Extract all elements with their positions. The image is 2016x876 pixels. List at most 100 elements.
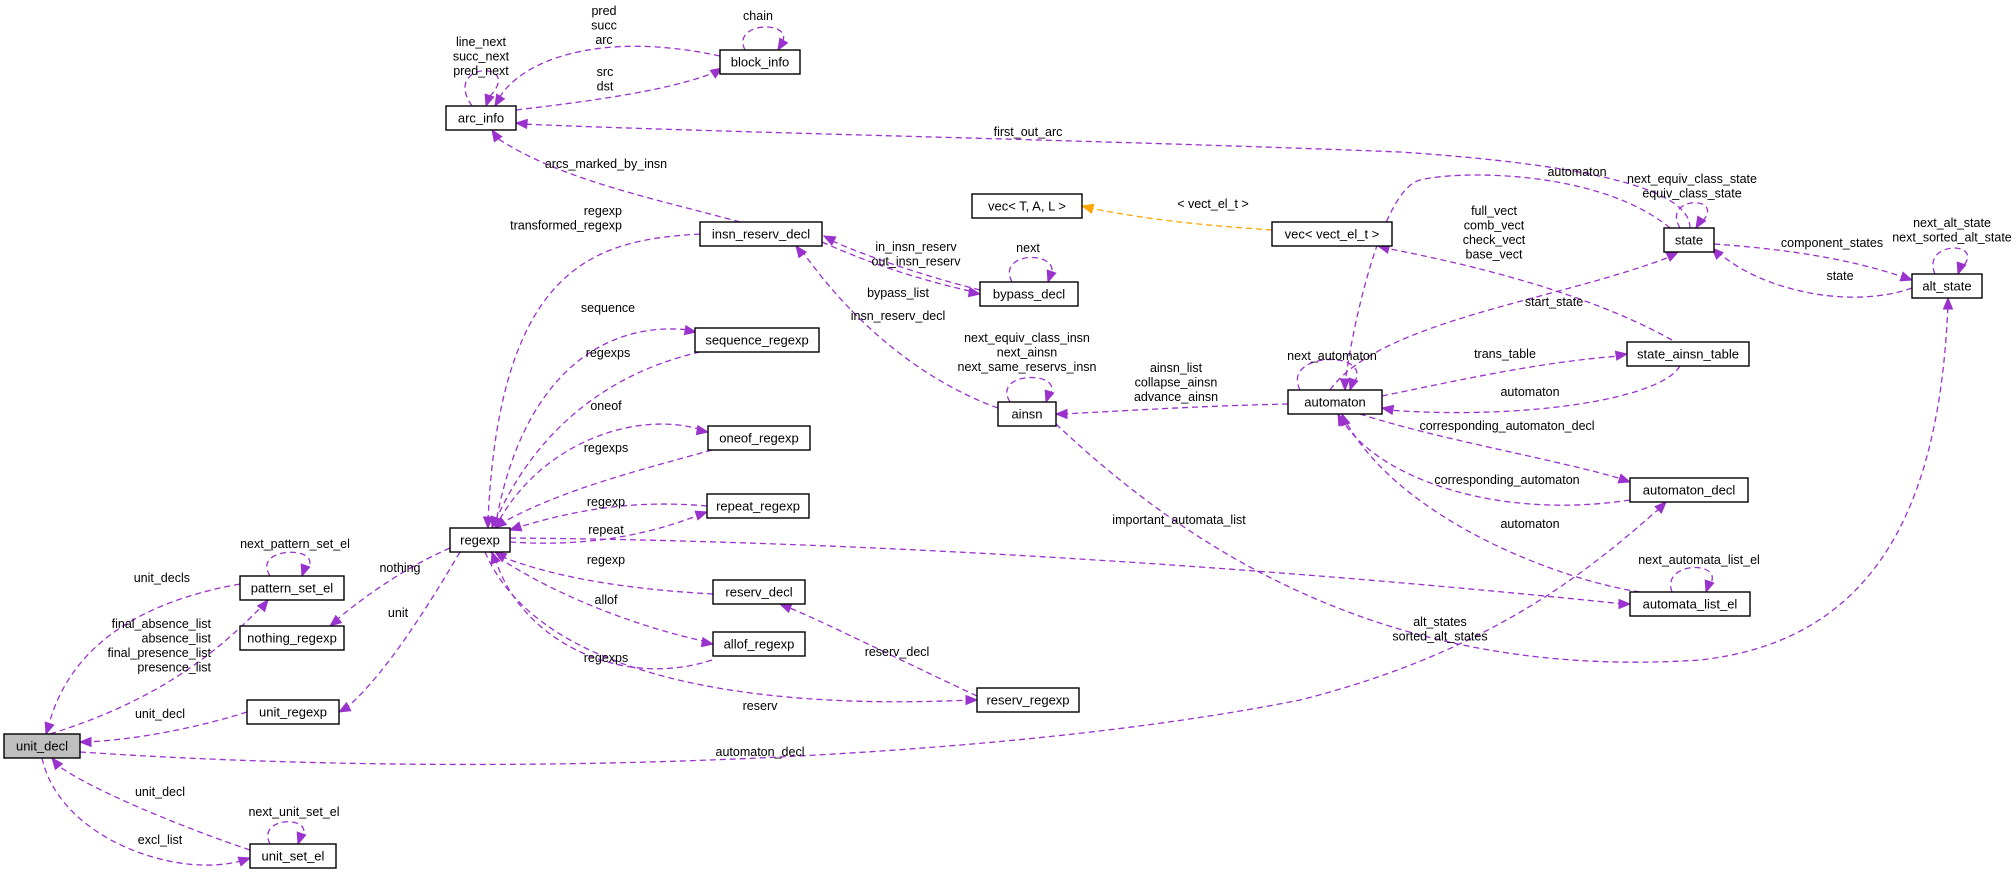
node-reserv-regexp[interactable]: reserv_regexp	[976, 687, 1080, 713]
edge-line	[1387, 365, 1681, 414]
edge-label-sequence: sequence	[581, 301, 635, 315]
edge-label-vects: base_vect	[1466, 248, 1524, 262]
edge-label-ainsn-self: next_ainsn	[997, 346, 1058, 360]
edge-label-lists: final_absence_list	[112, 617, 212, 631]
node-pattern-set-el[interactable]: pattern_set_el	[239, 575, 345, 601]
edge-label-vects: comb_vect	[1464, 219, 1525, 233]
node-insn-reserv-decl[interactable]: insn_reserv_decl	[699, 221, 823, 247]
edge-label-nothing: nothing	[379, 561, 420, 575]
edge-line	[1089, 207, 1273, 231]
edge-line	[515, 503, 708, 529]
edge-label-bypass-to-insn: out_insn_reserv	[872, 255, 962, 269]
node-automaton[interactable]: automaton	[1287, 389, 1383, 415]
node-vec-tal[interactable]: vec< T, A, L >	[971, 193, 1083, 219]
edge-label-template: < vect_el_t >	[1177, 197, 1249, 211]
edge-insn-reserv-decl	[795, 244, 999, 409]
node-box	[706, 493, 810, 519]
node-label: unit_regexp	[259, 705, 327, 720]
node-bypass-decl[interactable]: bypass_decl	[979, 281, 1079, 307]
edge-line	[1329, 255, 1673, 391]
edge-label-arc-to-block: dst	[597, 80, 614, 94]
edge-label-alt-states: sorted_alt_states	[1392, 630, 1487, 644]
edge-arc-to-block	[515, 67, 724, 111]
edge-arrowhead	[1380, 404, 1395, 416]
edge-label-arc-info-self: line_next	[456, 35, 507, 49]
edge-label-regexp-insn: regexp	[584, 204, 622, 218]
node-vec-vect[interactable]: vec< vect_el_t >	[1271, 221, 1393, 247]
edge-bypass-to-insn	[822, 235, 981, 291]
edge-regexp-insn	[482, 233, 701, 530]
node-box	[997, 401, 1057, 427]
edge-labels-layer: line_nextsucc_nextpred_nextpredsuccarcch…	[107, 4, 2011, 847]
edge-arrowhead	[694, 510, 709, 521]
node-regexp[interactable]: regexp	[449, 527, 511, 553]
node-state[interactable]: state	[1663, 227, 1715, 253]
node-label: automaton	[1304, 395, 1365, 410]
node-label: state	[1675, 233, 1703, 248]
edge-label-next-automaton: next_automaton	[1287, 349, 1377, 363]
node-unit-decl[interactable]: unit_decl	[3, 733, 81, 759]
edge-label-oneof: oneof	[590, 399, 622, 413]
node-state-ainsn-table[interactable]: state_ainsn_table	[1626, 341, 1750, 367]
edge-important-automata-list	[509, 537, 1632, 610]
edge-line	[1061, 403, 1289, 415]
edge-reserv	[484, 551, 979, 706]
edge-sequence	[494, 324, 698, 529]
edge-arrowhead	[300, 563, 311, 578]
edge-label-regexps-seq: regexps	[586, 346, 630, 360]
node-box	[699, 221, 823, 247]
edge-label-ainsn-list: collapse_ainsn	[1135, 376, 1218, 390]
edge-line	[515, 71, 717, 111]
node-repeat-regexp[interactable]: repeat_regexp	[706, 493, 810, 519]
node-label: arc_info	[458, 111, 504, 126]
node-label: unit_set_el	[262, 849, 325, 864]
node-unit-regexp[interactable]: unit_regexp	[246, 699, 340, 725]
edge-unit-decl-ur	[78, 711, 248, 748]
edge-bypass-self	[1008, 256, 1057, 284]
edge-arrowhead	[1046, 269, 1057, 284]
node-nothing-regexp[interactable]: nothing_regexp	[239, 625, 345, 651]
edge-label-block-self: chain	[743, 9, 773, 23]
edge-unit-decls	[44, 583, 241, 736]
node-ainsn[interactable]: ainsn	[997, 401, 1057, 427]
edge-template	[1080, 203, 1273, 231]
node-automaton-decl[interactable]: automaton_decl	[1629, 477, 1749, 503]
node-box	[1911, 273, 1983, 299]
edge-line	[509, 537, 1625, 605]
edge-label-state-automaton: automaton	[1547, 165, 1606, 179]
edge-next-automaton	[1296, 358, 1359, 392]
node-box	[246, 699, 340, 725]
edge-line	[343, 551, 461, 711]
edge-label-vects: full_vect	[1471, 204, 1517, 218]
edge-line	[41, 757, 245, 866]
node-sequence-regexp[interactable]: sequence_regexp	[694, 327, 820, 353]
node-unit-set-el[interactable]: unit_set_el	[249, 843, 337, 869]
edge-arrowhead	[328, 614, 343, 627]
edge-line	[494, 423, 703, 529]
node-box	[1629, 591, 1751, 617]
node-reserv-decl[interactable]: reserv_decl	[712, 579, 806, 605]
edge-alt-state-self	[1932, 247, 1969, 276]
node-label: allof_regexp	[724, 637, 795, 652]
edge-arrowhead	[700, 636, 715, 648]
edge-label-bypass-self: next	[1016, 241, 1040, 255]
edge-label-regexps-oneof: regexps	[584, 441, 628, 455]
node-box	[712, 579, 806, 605]
edge-regexp-repeat	[508, 503, 708, 532]
edge-line	[267, 821, 305, 845]
edge-state-self	[1675, 202, 1709, 230]
edge-label-ainsn-list: ainsn_list	[1150, 361, 1203, 375]
node-label: ainsn	[1011, 407, 1042, 422]
node-automata-list-el[interactable]: automata_list_el	[1629, 591, 1751, 617]
edge-arrowhead	[494, 93, 506, 108]
edge-line	[494, 328, 691, 529]
edge-line	[799, 247, 999, 409]
node-label: vec< vect_el_t >	[1285, 227, 1380, 242]
node-alt-state[interactable]: alt_state	[1911, 273, 1983, 299]
node-arc-info[interactable]: arc_info	[445, 105, 517, 131]
node-allof-regexp[interactable]: allof_regexp	[712, 631, 806, 657]
edge-ainsn-self	[1006, 376, 1055, 404]
node-block-info[interactable]: block_info	[719, 49, 801, 75]
node-oneof-regexp[interactable]: oneof_regexp	[707, 425, 811, 451]
